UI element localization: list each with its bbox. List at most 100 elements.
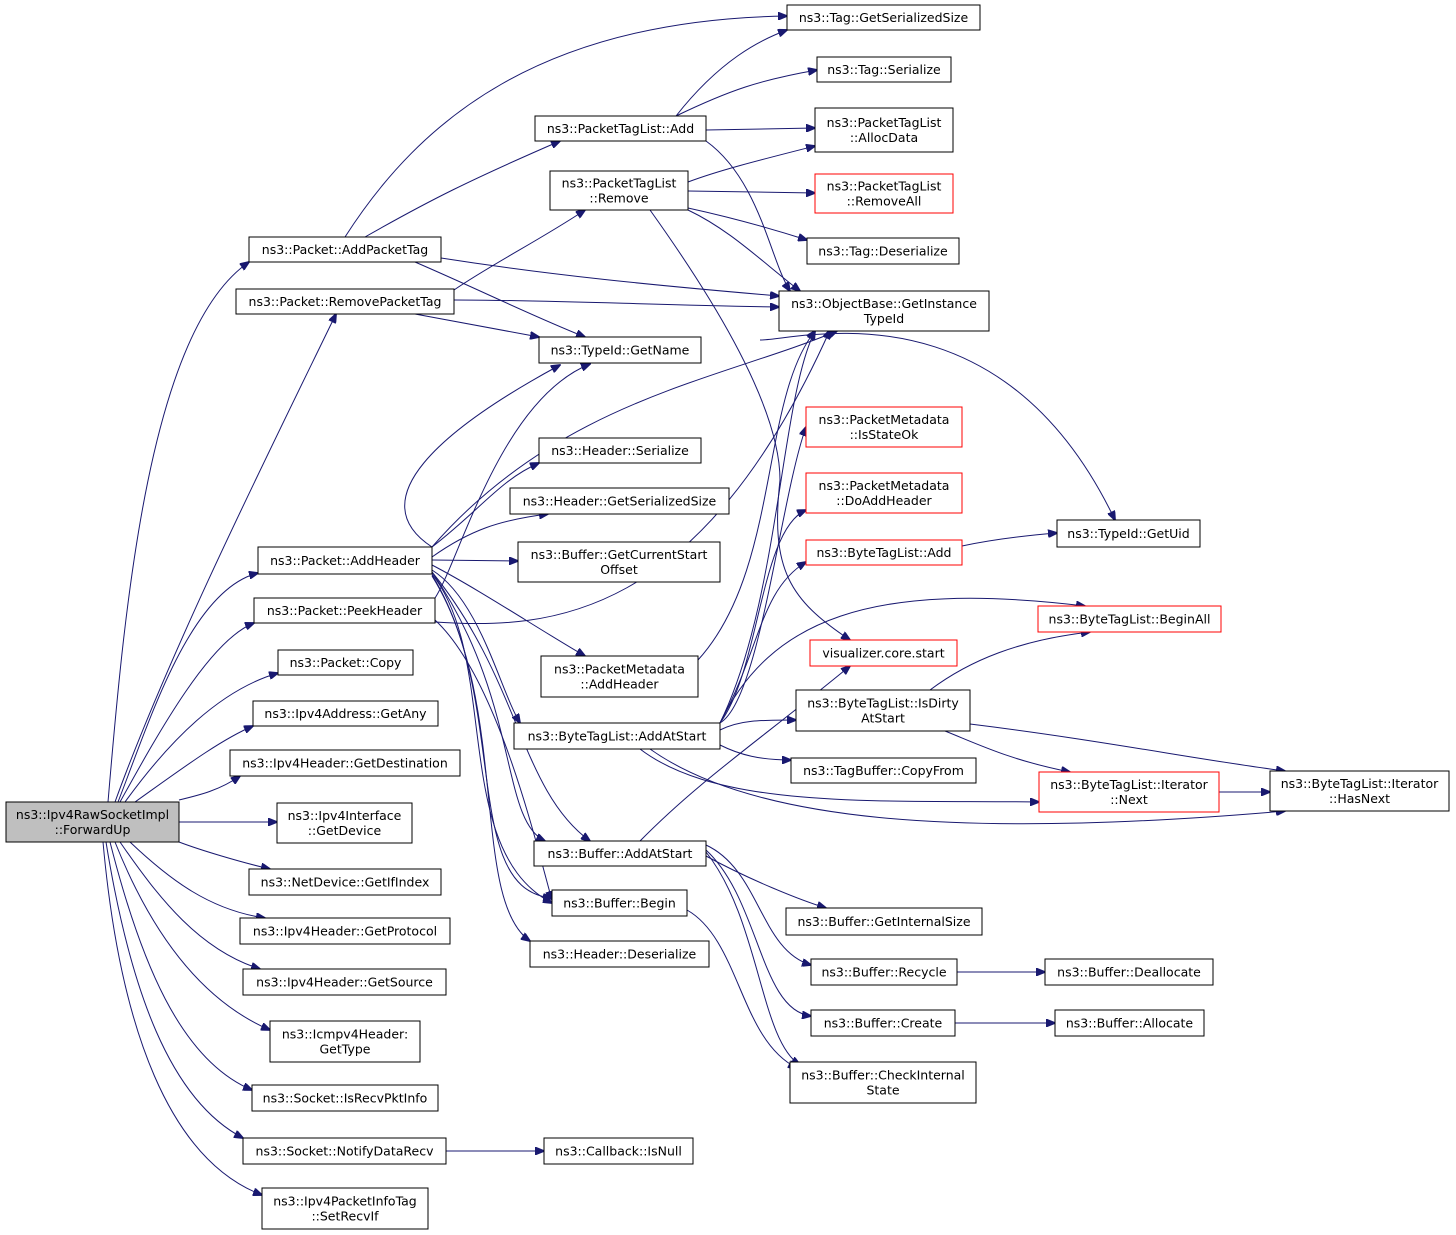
node-box[interactable] [509,487,730,515]
node-box[interactable] [1054,1009,1205,1037]
node-buf-create[interactable]: ns3::Buffer::Create [810,1009,956,1037]
node-ptl-remove[interactable]: ns3::PacketTagList::Remove [549,170,689,211]
node-box[interactable] [261,1187,429,1230]
node-box[interactable] [251,1084,439,1112]
node-box[interactable] [778,290,990,332]
node-box[interactable] [235,288,455,315]
node-hdr-deser[interactable]: ns3::Header::Deserialize [529,940,710,968]
node-box[interactable] [785,907,983,936]
node-box[interactable] [795,689,971,732]
node-tb-copyfrom[interactable]: ns3::TagBuffer::CopyFrom [790,757,977,784]
node-box[interactable] [805,472,963,514]
node-box[interactable] [5,801,180,843]
node-box[interactable] [540,655,699,698]
node-box[interactable] [806,237,960,265]
node-icmp-type[interactable]: ns3::Icmpv4Header:GetType [269,1020,421,1063]
node-buf-dealloc[interactable]: ns3::Buffer::Deallocate [1044,958,1214,986]
node-btl-beginall[interactable]: ns3::ByteTagList::BeginAll [1037,605,1222,633]
node-buf-recycle[interactable]: ns3::Buffer::Recycle [810,958,958,986]
node-ptl-alloc[interactable]: ns3::PacketTagList::AllocData [814,107,954,153]
node-box[interactable] [269,1020,421,1063]
node-box[interactable] [814,173,954,214]
node-ipv4a-any[interactable]: ns3::Ipv4Address::GetAny [252,700,439,727]
node-box[interactable] [816,56,952,83]
node-box[interactable] [810,1009,956,1037]
node-box[interactable] [789,1061,977,1104]
node-sock-isrecv[interactable]: ns3::Socket::IsRecvPktInfo [251,1084,439,1112]
node-box[interactable] [239,917,451,945]
node-box[interactable] [276,802,413,844]
node-tag-ser[interactable]: ns3::Tag::Serialize [816,56,952,83]
node-buf-begin[interactable]: ns3::Buffer::Begin [551,889,688,917]
node-p-peekhdr[interactable]: ns3::Packet::PeekHeader [253,597,436,624]
node-box[interactable] [533,840,707,867]
node-buf-addatstart[interactable]: ns3::Buffer::AddAtStart [533,840,707,867]
node-btl-it-next[interactable]: ns3::ByteTagList::Iterator::Next [1038,771,1220,813]
node-nd-ifindex[interactable]: ns3::NetDevice::GetIfIndex [248,868,442,896]
node-box[interactable] [517,541,721,583]
node-box[interactable] [277,649,414,676]
node-box[interactable] [809,639,958,667]
node-ipv4h-proto[interactable]: ns3::Ipv4Header::GetProtocol [239,917,451,945]
node-box[interactable] [252,700,439,727]
node-box[interactable] [1038,771,1220,813]
node-box[interactable] [229,749,461,777]
node-buf-alloc[interactable]: ns3::Buffer::Allocate [1054,1009,1205,1037]
node-sock-notify[interactable]: ns3::Socket::NotifyDataRecv [242,1137,447,1165]
node-box[interactable] [1269,770,1450,812]
node-box[interactable] [805,539,963,566]
node-ptl-add[interactable]: ns3::PacketTagList::Add [534,115,707,142]
node-box[interactable] [529,940,710,968]
node-box[interactable] [810,958,958,986]
node-box[interactable] [1056,519,1201,548]
node-box[interactable] [242,1137,447,1165]
node-box[interactable] [257,546,433,575]
node-btl-it-hasnext[interactable]: ns3::ByteTagList::Iterator::HasNext [1269,770,1450,812]
node-cb-isnull[interactable]: ns3::Callback::IsNull [543,1137,694,1165]
node-p-addhdr[interactable]: ns3::Packet::AddHeader [257,546,433,575]
node-box[interactable] [1037,605,1222,633]
node-p-addptag[interactable]: ns3::Packet::AddPacketTag [248,236,442,263]
node-pm-isok[interactable]: ns3::PacketMetadata::IsStateOk [805,406,963,448]
node-tid-getname[interactable]: ns3::TypeId::GetName [538,336,702,364]
node-hdr-getser[interactable]: ns3::Header::GetSerializedSize [509,487,730,515]
node-box[interactable] [551,889,688,917]
node-tag-deser[interactable]: ns3::Tag::Deserialize [806,237,960,265]
node-box[interactable] [549,170,689,211]
node-ipv4h-dest[interactable]: ns3::Ipv4Header::GetDestination [229,749,461,777]
node-pm-doadd[interactable]: ns3::PacketMetadata::DoAddHeader [805,472,963,514]
node-p-remptag[interactable]: ns3::Packet::RemovePacketTag [235,288,455,315]
node-tid-getuid[interactable]: ns3::TypeId::GetUid [1056,519,1201,548]
node-btl-addatstart[interactable]: ns3::ByteTagList::AddAtStart [513,722,721,750]
node-ipv4pit-setrecvif[interactable]: ns3::Ipv4PacketInfoTag::SetRecvIf [261,1187,429,1230]
node-btl-add[interactable]: ns3::ByteTagList::Add [805,539,963,566]
node-box[interactable] [513,722,721,750]
node-root[interactable]: ns3::Ipv4RawSocketImpl::ForwardUp [5,801,180,843]
node-ptl-removeall[interactable]: ns3::PacketTagList::RemoveAll [814,173,954,214]
node-box[interactable] [786,4,981,31]
node-box[interactable] [538,336,702,364]
node-box[interactable] [1044,958,1214,986]
node-box[interactable] [543,1137,694,1165]
node-box[interactable] [814,107,954,153]
node-pm-addhdr[interactable]: ns3::PacketMetadata::AddHeader [540,655,699,698]
node-tag-getser[interactable]: ns3::Tag::GetSerializedSize [786,4,981,31]
node-box[interactable] [805,406,963,448]
node-p-copy[interactable]: ns3::Packet::Copy [277,649,414,676]
node-box[interactable] [253,597,436,624]
node-viz-start[interactable]: visualizer.core.start [809,639,958,667]
node-box[interactable] [538,437,702,464]
node-box[interactable] [248,868,442,896]
node-ipv4if-dev[interactable]: ns3::Ipv4Interface::GetDevice [276,802,413,844]
node-box[interactable] [242,968,447,996]
node-hdr-ser[interactable]: ns3::Header::Serialize [538,437,702,464]
node-buf-intsize[interactable]: ns3::Buffer::GetInternalSize [785,907,983,936]
node-box[interactable] [248,236,442,263]
node-ipv4h-src[interactable]: ns3::Ipv4Header::GetSource [242,968,447,996]
node-box[interactable] [534,115,707,142]
node-box[interactable] [790,757,977,784]
